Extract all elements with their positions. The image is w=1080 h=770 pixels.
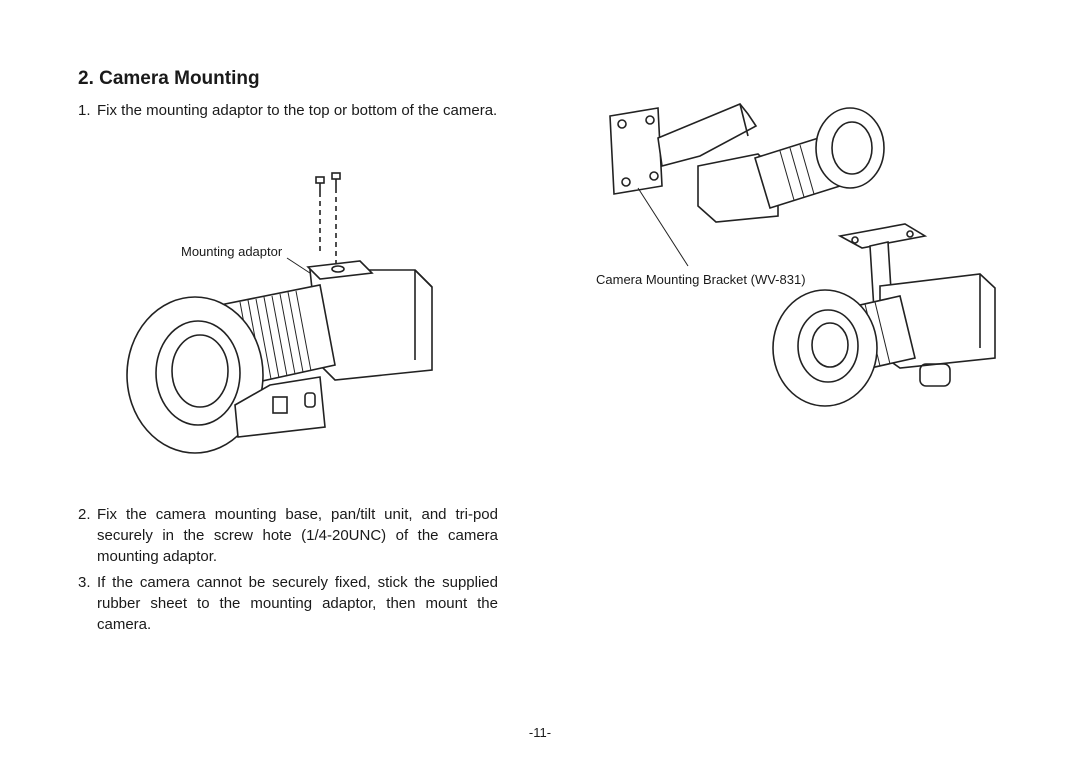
mounting-bracket-label: Camera Mounting Bracket (WV-831) [596,272,806,287]
page-number: -11- [528,725,552,740]
section-title: 2. Camera Mounting [78,68,260,89]
screw-icon [315,172,341,197]
step-text: Fix the mounting adaptor to the top or b… [97,102,498,119]
step-number: 2. [78,506,91,523]
camera-bracket-illustration [609,103,996,407]
step-number: 3. [78,574,91,591]
camera-adaptor-illustration [126,172,433,454]
instruction-step-3: 3. If the camera cannot be securely fixe… [78,572,498,635]
step-text: Fix the camera mounting base, pan/tilt u… [97,506,498,565]
step-number: 1. [78,102,91,119]
step-text: If the camera cannot be securely fixed, … [97,574,498,633]
instruction-step-2: 2. Fix the camera mounting base, pan/til… [78,504,498,567]
mounting-adaptor-label: Mounting adaptor [181,244,283,259]
instruction-step-1: 1. Fix the mounting adaptor to the top o… [78,100,498,121]
